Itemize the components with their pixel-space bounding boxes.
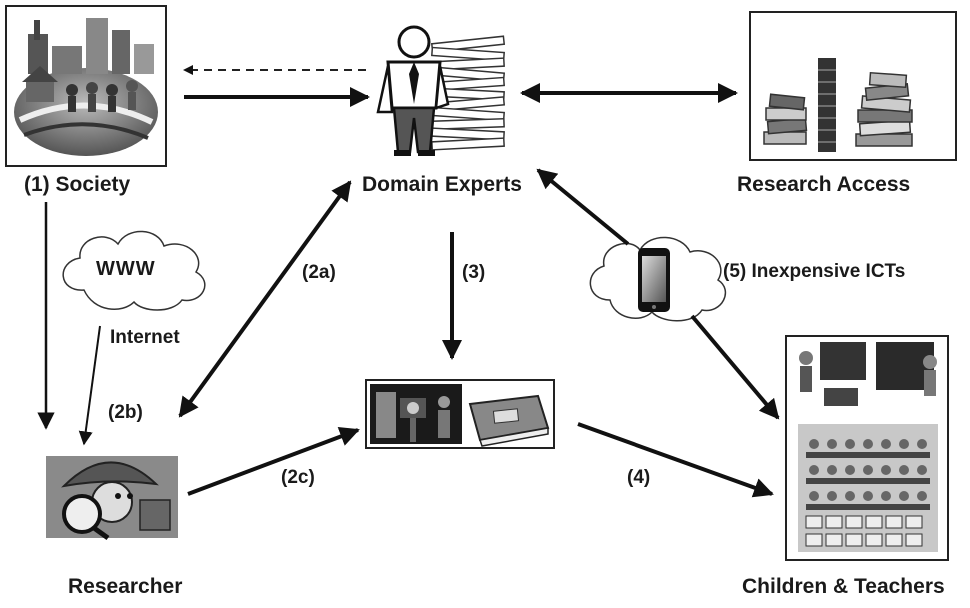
- arrow-4-media-to-children: [577, 422, 774, 498]
- arrow-5-ict-to-children: [690, 314, 780, 420]
- arrow-2c-researcher-to-media: [187, 426, 360, 496]
- society-image: [5, 5, 167, 167]
- internet-label: Internet: [110, 327, 180, 348]
- edge-5-label: (5) Inexpensive ICTs: [723, 261, 906, 282]
- arrow-5-ict-to-experts: [536, 168, 630, 246]
- children-teachers-label: Children & Teachers: [742, 575, 945, 598]
- arrow-internet-to-researcher: [78, 325, 101, 446]
- edge-4-label: (4): [627, 467, 651, 488]
- society-label: (1) Society: [24, 173, 131, 196]
- researcher-label: Researcher: [68, 575, 183, 598]
- research-access-image: [749, 11, 957, 161]
- www-label: WWW: [96, 258, 156, 280]
- researcher-image: [46, 456, 178, 541]
- edge-2b-label: (2b): [108, 402, 143, 423]
- children-teachers-image: [785, 335, 949, 561]
- domain-experts-image: [376, 25, 506, 156]
- edge-2c-label: (2c): [281, 467, 315, 488]
- media-image: [365, 379, 555, 449]
- research-access-label: Research Access: [737, 173, 911, 196]
- edge-3-label: (3): [462, 262, 486, 283]
- arrow-2a-experts-researcher: [178, 180, 352, 418]
- edge-2a-label: (2a): [302, 262, 336, 283]
- domain-experts-label: Domain Experts: [362, 173, 522, 196]
- smartphone-icon: [638, 248, 670, 312]
